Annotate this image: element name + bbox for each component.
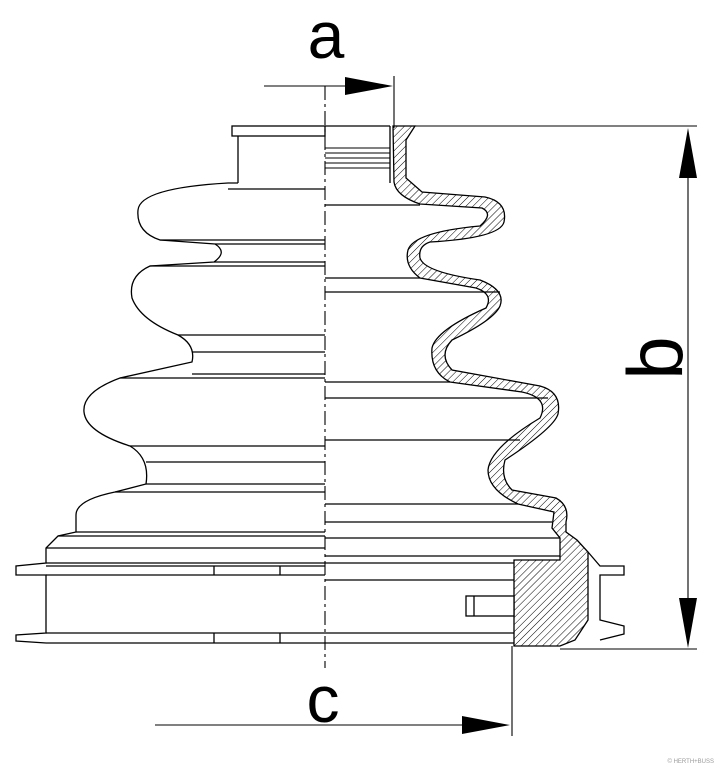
section-inner-lines (325, 204, 560, 644)
dimension-a-arrowhead (345, 77, 393, 95)
clamp-flange-right (587, 551, 625, 641)
dimension-b-arrowhead-top (679, 128, 697, 178)
boot-exterior-left-half (15, 125, 326, 644)
dimension-a (264, 76, 395, 128)
boot-wall-cross-section (392, 125, 589, 647)
brand-watermark: © HERTH+BUSS (668, 758, 715, 765)
top-collar-rim (231, 125, 326, 137)
dimension-c-label: c (307, 662, 340, 736)
dimension-b-arrowhead-bottom (679, 598, 697, 648)
inner-retaining-lug (465, 595, 515, 617)
boot-section-right-half (325, 125, 625, 647)
boot-outline-left (15, 182, 238, 644)
dimension-a-label: a (308, 0, 345, 72)
dimension-c (155, 646, 513, 736)
dimension-b-label: b (611, 336, 699, 379)
dimension-b (395, 125, 697, 650)
dimension-c-arrowhead (462, 716, 510, 734)
collar-thread-grooves (325, 147, 390, 169)
